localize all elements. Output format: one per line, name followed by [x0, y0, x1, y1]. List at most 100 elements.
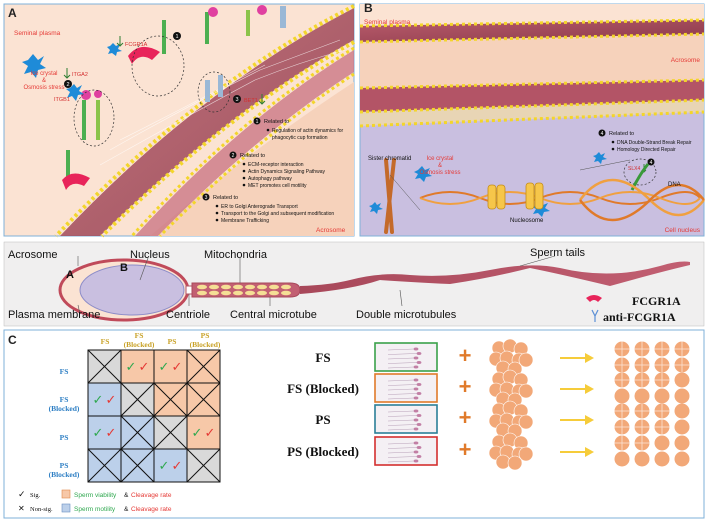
plus-icon: +: [459, 437, 472, 462]
panel-a-inner-membrane: [135, 50, 354, 236]
matrix-row-header: PS: [60, 433, 69, 442]
legend-amp-2: &: [124, 506, 129, 513]
highlight-ellipse-2: [73, 89, 115, 147]
matrix-col-header-fsb-2: (Blocked): [124, 340, 155, 349]
sperm-head-icon: [413, 409, 419, 413]
sperm-head-icon: [416, 383, 422, 386]
protein-green: [82, 100, 86, 140]
ice-crystal-icon: [107, 43, 122, 56]
treatment-label: PS (Blocked): [287, 444, 359, 459]
embryo-cell: [634, 388, 650, 404]
cross-icon: [186, 382, 221, 417]
matrix-cell: [153, 349, 188, 384]
note-1-num: 1: [256, 119, 259, 125]
sperm-tail-icon: [387, 388, 415, 391]
ice-crystal-icon: [22, 54, 46, 78]
note-2: 2 Related to ECM-receptor interaction Ac…: [229, 151, 325, 189]
note-1-item: Regulation of actin dynamics for: [272, 128, 343, 134]
marker-2: [64, 80, 72, 88]
matrix-row-header-fsb-1: FS: [60, 395, 69, 404]
protein-green: [246, 10, 250, 36]
sperm-head-icon: [413, 418, 419, 422]
sperm-head-icon: [413, 441, 419, 445]
nucleosome-label: Nucleosome: [510, 218, 544, 224]
sperm-a-label: A: [66, 269, 74, 281]
sperm-sample-box: [374, 373, 438, 403]
note-2-item: Actin Dynamics Signaling Pathway: [248, 169, 325, 175]
dna-strand: [579, 183, 705, 222]
protein-green: [205, 12, 209, 44]
check-legend-icon: ✓: [18, 489, 26, 499]
sperm-tail-icon: [387, 384, 418, 386]
dna-strand: [419, 191, 701, 205]
legend-nonsig: Non-sig.: [30, 506, 53, 513]
legend-fcgr1a-label: FCGR1A: [632, 294, 681, 308]
sperm-nucleus: [79, 264, 185, 316]
panel-b-letter: B: [364, 1, 373, 15]
sperm-double-microtubules-label: Double microtubules: [356, 309, 457, 321]
matrix-col-header-fsb-1: FS: [135, 331, 144, 340]
slx4-marker: [647, 158, 655, 166]
arrow-right-icon: [560, 415, 594, 425]
down-arrow-icon: [258, 94, 266, 105]
check-icon: ✓: [159, 458, 170, 473]
embryo-cell: [674, 451, 690, 467]
arrow-right-icon: [560, 384, 594, 394]
check-icon: ✓: [93, 425, 104, 440]
cross-icon: [120, 382, 155, 417]
sperm-tail-icon: [387, 415, 418, 417]
note-1: 1 Related to Regulation of actin dynamic…: [253, 117, 343, 141]
gene-fcgr1a: FCGR1A: [125, 42, 148, 48]
note-1-title: Related to: [264, 119, 289, 125]
oocyte-cell: [518, 352, 534, 368]
embryo-cell: [654, 451, 670, 467]
embryo-cell: [674, 419, 690, 435]
cross-icon: [120, 415, 155, 450]
sperm-tail-icon: [387, 348, 415, 351]
note-2-item: ECM-receptor interaction: [248, 162, 304, 168]
legend-sig: Sig.: [30, 492, 41, 499]
embryo-cell: [654, 435, 670, 451]
treatment-rows: FS+FS (Blocked)+PS+PS (Blocked)+: [287, 338, 690, 471]
sperm-tail-icon: [387, 397, 415, 400]
panel-a-lipid-inner2: [158, 72, 355, 238]
panel-b: B Seminal plasma Acrosome 4 Related to D…: [359, 1, 705, 237]
panel-a-lipid-mid: [100, 40, 355, 238]
sister-chromatid: [384, 158, 396, 234]
panel-b-stress-line2: &: [438, 163, 442, 169]
embryo-cell: [634, 451, 650, 467]
note-1-item: phagocytic cup formation: [272, 135, 328, 141]
sperm-head-icon: [413, 396, 419, 400]
sperm-tail-icon: [387, 353, 418, 355]
sperm-head-icon: [416, 392, 422, 395]
panel-b-nuclear-envelope: [360, 100, 704, 126]
actin-fiber: [99, 49, 346, 166]
legend-amp: &: [124, 492, 129, 499]
protein-magenta: [208, 7, 218, 17]
sperm-head-icon: [413, 427, 419, 431]
highlight-ellipse-3: [197, 71, 231, 113]
fcgr1a-legend-icon: [586, 295, 602, 302]
check-icon: ✓: [205, 425, 216, 440]
protein-magenta: [257, 5, 267, 15]
cross-icon: [153, 382, 188, 417]
marker-3-text: 3: [235, 97, 238, 103]
panel-a: A Seminal plasma Ice crystal & Osmosis s…: [3, 3, 355, 238]
sperm-tail-icon: [387, 442, 415, 445]
panel-a-lipid-inner1: [130, 46, 355, 238]
note-3: 3 Related to ER to Golgi Anterograde Tra…: [202, 193, 334, 224]
sperm-tail-icon: [387, 424, 418, 426]
note-2-title: Related to: [240, 153, 265, 159]
panel-b-inner-membrane: [360, 80, 704, 112]
sperm-head-icon: [416, 414, 422, 417]
panel-a-membrane: [60, 8, 354, 236]
note-4-item: Homology Directed Repair: [617, 147, 676, 153]
sperm-tail-icon: [387, 379, 415, 382]
sperm-central-microtube-label: Central microtube: [230, 309, 317, 321]
panel-b-stress-line1: Ice crystal: [426, 156, 453, 162]
centriole: [185, 285, 193, 295]
down-arrow-icon: [63, 68, 71, 79]
fcgr1a-receptor: [128, 46, 160, 64]
protein-blue: [280, 6, 286, 28]
